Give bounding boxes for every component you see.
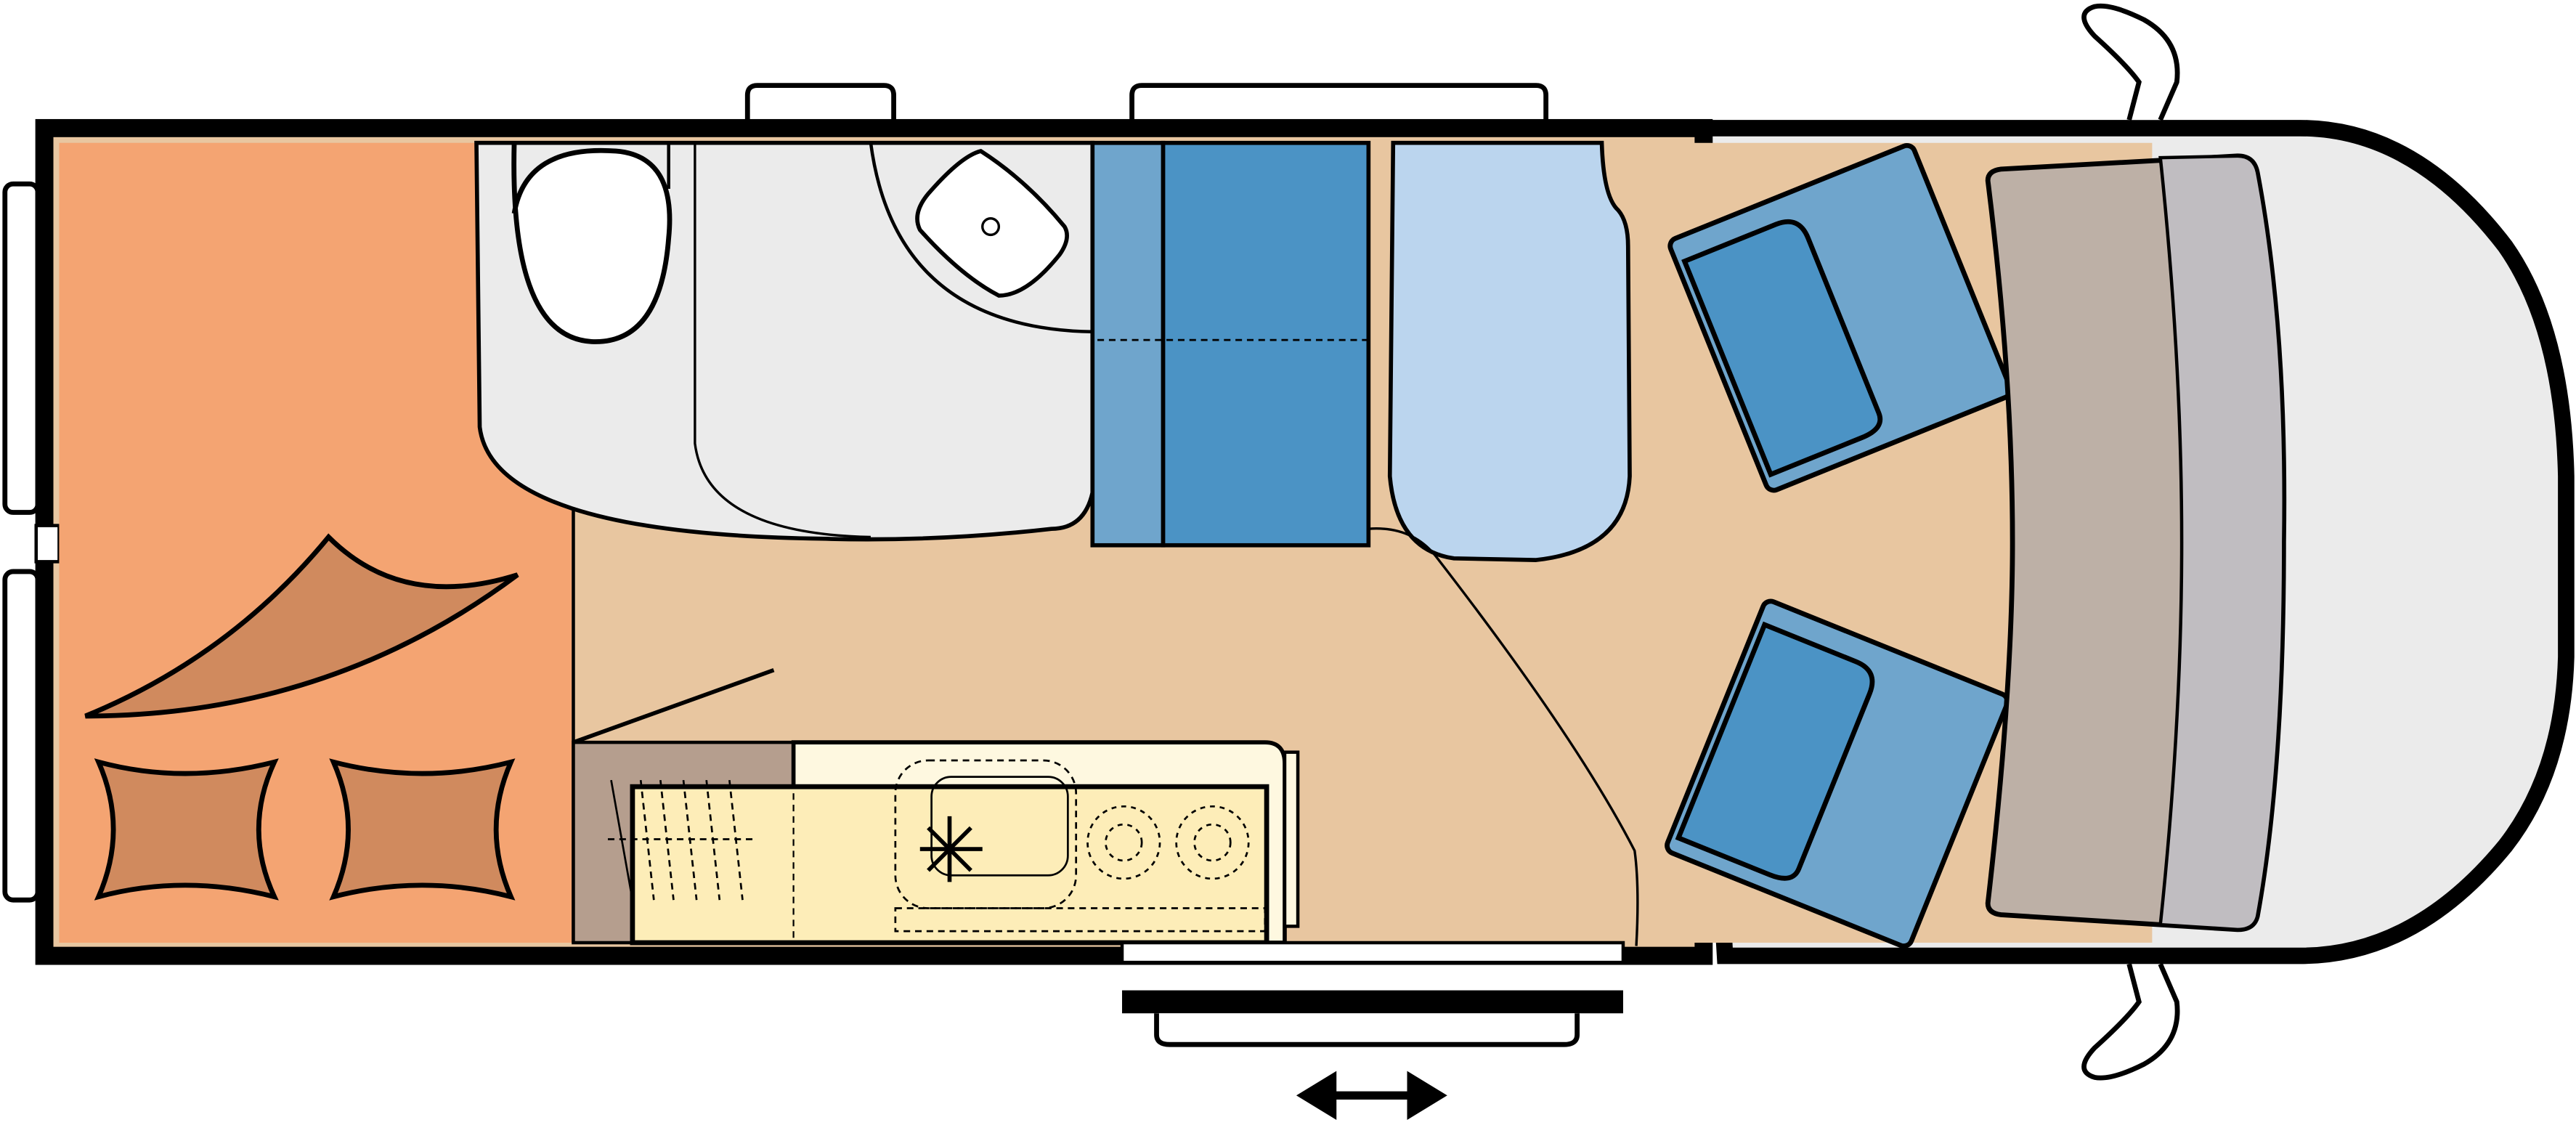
pillow-right (329, 758, 516, 901)
kitchen-door-swing (572, 667, 775, 744)
door-step (1122, 990, 1623, 1014)
door-opening (1120, 941, 1625, 964)
door-panel (1154, 1013, 1580, 1047)
seat-bottom (1665, 598, 2010, 949)
double-arrow-icon (1296, 1071, 1447, 1120)
wardrobe-left (1090, 140, 1166, 548)
kitchen-counter-edge (1283, 750, 1300, 928)
rear-door-upper (2, 181, 41, 515)
sink-basin (930, 776, 1069, 877)
shower-tray (1387, 140, 1632, 562)
mirror-icon-top (2081, 3, 2180, 121)
dashboard-front (2158, 154, 2286, 932)
sink-counter (869, 142, 1093, 334)
sink-drain (981, 217, 1001, 237)
entry-arc (1368, 527, 1639, 946)
roof-window-middle (1129, 83, 1549, 121)
snowflake-icon (919, 816, 983, 882)
rear-window-gap (34, 524, 61, 564)
wardrobe-right (1161, 140, 1371, 548)
pillow-left (94, 758, 279, 901)
kitchen-dashed-base (894, 907, 1267, 933)
bathroom-floor-line (694, 142, 871, 539)
fridge-outline (894, 759, 1078, 909)
roof-window-left (744, 83, 896, 121)
mirror-icon-bottom (2081, 963, 2180, 1081)
toilet-icon (511, 142, 673, 344)
bed-icon-blanket (84, 533, 519, 719)
stove-icon (1086, 805, 1250, 880)
drawer-lines (607, 779, 756, 901)
seat-top (1667, 143, 2013, 493)
rear-door-lower (2, 569, 41, 903)
